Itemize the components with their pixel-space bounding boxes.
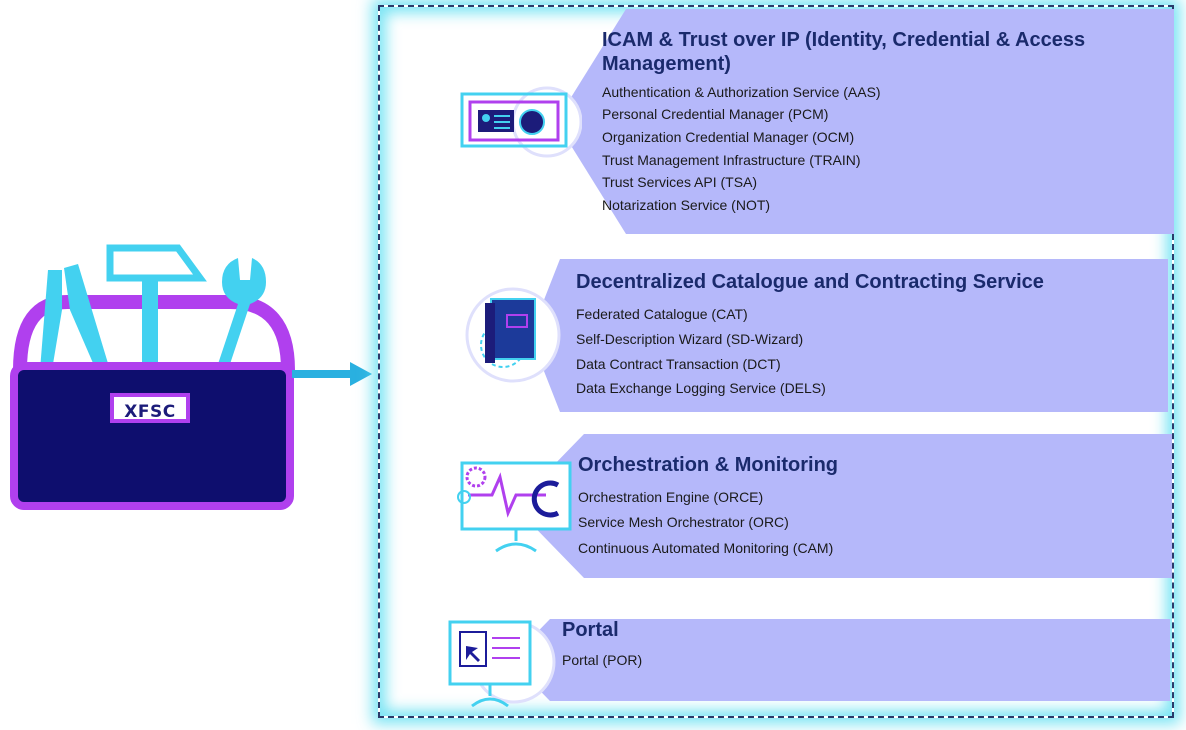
toolbox-label: XFSC: [110, 393, 190, 423]
section-title-icam: ICAM & Trust over IP (Identity, Credenti…: [602, 29, 1086, 75]
toolbox-illustration: XFSC: [0, 230, 300, 520]
monitoring-screen-icon: [457, 461, 572, 553]
list-item: Continuous Automated Monitoring (CAM): [578, 540, 834, 556]
list-item: Orchestration Engine (ORCE): [578, 489, 764, 505]
list-item: Data Exchange Logging Service (DELS): [576, 380, 826, 396]
section-title-catalogue: Decentralized Catalogue and Contracting …: [576, 271, 1044, 293]
section-panel-portal: [510, 619, 1170, 701]
credential-card-icon: [460, 86, 582, 158]
section-panel-icam: [556, 9, 1174, 234]
arrow-right-icon: [292, 362, 372, 386]
component-frame: [378, 5, 1174, 718]
section-title-portal: Portal: [562, 619, 619, 641]
list-item: Personal Credential Manager (PCM): [602, 106, 829, 122]
list-item: Self-Description Wizard (SD-Wizard): [576, 331, 804, 347]
list-item: Service Mesh Orchestrator (ORC): [578, 514, 789, 530]
list-item: Authentication & Authorization Service (…: [602, 84, 881, 100]
section-panel-catalogue: [530, 259, 1168, 412]
list-item: Federated Catalogue (CAT): [576, 306, 748, 322]
list-item: Organization Credential Manager (OCM): [602, 129, 855, 145]
portal-screen-icon: [448, 620, 556, 708]
list-item: Portal (POR): [562, 652, 643, 668]
list-item: Notarization Service (NOT): [602, 197, 771, 213]
section-panel-orchestration: [514, 434, 1172, 578]
toolbox-icon: [10, 244, 295, 510]
list-item: Trust Services API (TSA): [602, 174, 758, 190]
catalogue-book-icon: [465, 287, 561, 383]
list-item: Trust Management Infrastructure (TRAIN): [602, 152, 861, 168]
list-item: Data Contract Transaction (DCT): [576, 356, 781, 372]
section-title-orchestration: Orchestration & Monitoring: [578, 454, 838, 476]
